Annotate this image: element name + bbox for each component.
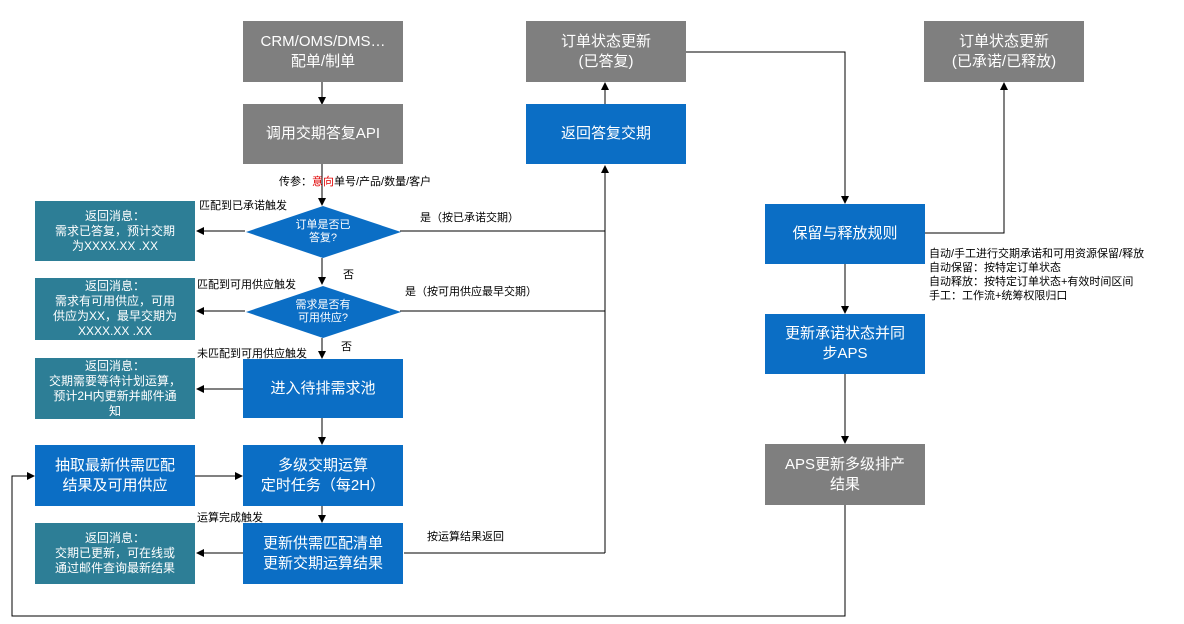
not-matched-label: 未匹配到可用供应触发: [197, 348, 307, 360]
order-replied-line1: 订单状态更新: [560, 32, 651, 50]
rules-line1: 自动/手工进行交期承诺和可用资源保留/释放: [929, 248, 1145, 260]
msg2-line2: 需求有可用供应，可用: [54, 294, 175, 308]
reserve-text: 保留与释放规则: [792, 225, 898, 242]
message-box-updated: 返回消息： 交期已更新，可在线或 通过邮件查询最新结果: [35, 523, 195, 584]
order-released-line1: 订单状态更新: [958, 32, 1049, 50]
message-box-available: 返回消息： 需求有可用供应，可用 供应为XX，最早交期为 XXXX.XX .XX: [35, 278, 195, 340]
arrow-reserve-to-order-released: [925, 82, 1008, 234]
update-line1: 更新供需匹配清单: [262, 534, 383, 552]
aps-line2: 结果: [829, 475, 860, 493]
order-released-box: 订单状态更新 (已承诺/已释放): [924, 21, 1084, 82]
arrow-loop-to-extract: [11, 472, 846, 617]
extract-line2: 结果及可用供应: [62, 476, 168, 494]
no-label-2: 否: [341, 341, 352, 353]
call-api-box: 调用交期答复API: [243, 104, 403, 164]
calc-done-label: 运算完成触发: [197, 512, 263, 524]
reserve-box: 保留与释放规则: [765, 204, 925, 264]
d2-line1: 需求是否有: [295, 299, 351, 311]
d1-line1: 订单是否已: [295, 219, 351, 231]
arrow-order-replied-to-reserve: [686, 51, 849, 204]
aps-box: APS更新多级排产 结果: [765, 444, 925, 505]
update-line2: 更新交期运算结果: [262, 554, 383, 572]
decision-order-replied: [246, 206, 401, 258]
msg3-line1: 返回消息：: [84, 358, 145, 373]
rules-line3: 自动释放：按特定订单状态+有效时间区间: [929, 276, 1134, 288]
rules-line4: 手工：工作流+统筹权限归口: [929, 290, 1068, 302]
msg3-line2: 交期需要等待计划运算，: [48, 373, 181, 388]
crm-box: CRM/OMS/DMS… 配单/制单: [243, 21, 403, 82]
msg3-line4: 知: [108, 403, 121, 418]
return-date-text: 返回答复交期: [560, 125, 651, 142]
match-available-label: 匹配到可用供应触发: [197, 279, 296, 291]
match-promised-label: 匹配到已承诺触发: [199, 200, 287, 212]
extract-line1: 抽取最新供需匹配: [54, 456, 175, 474]
rules-text: 自动/手工进行交期承诺和可用资源保留/释放 自动保留：按特定订单状态 自动释放：…: [929, 247, 1144, 303]
pool-text: 进入待排需求池: [270, 379, 376, 397]
yes-available-label: 是（按可用供应最早交期）: [405, 286, 537, 298]
pool-box: 进入待排需求池: [243, 359, 403, 418]
param-highlight: 意向: [312, 176, 334, 188]
param-label: 传参：意向单号/产品/数量/客户: [279, 175, 431, 189]
msg1-line2: 需求已答复，预计交期: [54, 223, 175, 238]
decision-available-supply-text: 需求是否有 可用供应?: [283, 299, 363, 325]
msg4-line1: 返回消息：: [84, 531, 145, 545]
param-prefix: 传参：: [279, 176, 312, 188]
decision-order-replied-text: 订单是否已 答复?: [283, 219, 363, 245]
crm-line2: 配单/制单: [290, 52, 356, 70]
aps-line1: APS更新多级排产: [784, 455, 905, 473]
calc-line1: 多级交期运算: [277, 456, 368, 474]
msg3-line3: 预计2H内更新并邮件通: [53, 388, 177, 403]
return-date-box: 返回答复交期: [526, 104, 686, 164]
msg1-line1: 返回消息：: [84, 208, 145, 223]
order-replied-line2: (已答复): [578, 52, 634, 70]
no-label-1: 否: [343, 269, 354, 281]
param-suffix: 单号/产品/数量/客户: [334, 176, 432, 188]
crm-line1: CRM/OMS/DMS…: [260, 32, 386, 50]
decision-available-supply: [246, 286, 401, 338]
update-box: 更新供需匹配清单 更新交期运算结果: [243, 523, 403, 584]
order-replied-box: 订单状态更新 (已答复): [526, 21, 686, 82]
d2-line2: 可用供应?: [297, 312, 349, 324]
d1-line2: 答复?: [308, 232, 338, 244]
extract-box: 抽取最新供需匹配 结果及可用供应: [35, 445, 195, 506]
return-result-label: 按运算结果返回: [427, 531, 504, 543]
message-box-replied: 返回消息： 需求已答复，预计交期 为XXXX.XX .XX: [35, 201, 195, 261]
rules-line2: 自动保留：按特定订单状态: [929, 262, 1061, 274]
calc-line2: 定时任务（每2H）: [260, 476, 386, 494]
sync-box: 更新承诺状态并同 步APS: [765, 314, 925, 374]
msg4-line2: 交期已更新，可在线或: [54, 546, 175, 560]
calc-box: 多级交期运算 定时任务（每2H）: [243, 445, 403, 506]
yes-promised-label: 是（按已承诺交期）: [420, 212, 519, 224]
order-released-line2: (已承诺/已释放): [951, 52, 1057, 70]
msg4-line3: 通过邮件查询最新结果: [54, 561, 175, 575]
msg2-line3: 供应为XX，最早交期为: [52, 309, 177, 323]
sync-line2: 步APS: [822, 345, 868, 362]
message-box-waiting: 返回消息： 交期需要等待计划运算， 预计2H内更新并邮件通 知: [35, 358, 195, 419]
msg1-line3: 为XXXX.XX .XX: [71, 238, 159, 253]
msg2-line1: 返回消息：: [84, 279, 145, 293]
msg2-line4: XXXX.XX .XX: [77, 324, 153, 338]
sync-line1: 更新承诺状态并同: [784, 325, 905, 342]
call-api-text: 调用交期答复API: [265, 125, 381, 142]
